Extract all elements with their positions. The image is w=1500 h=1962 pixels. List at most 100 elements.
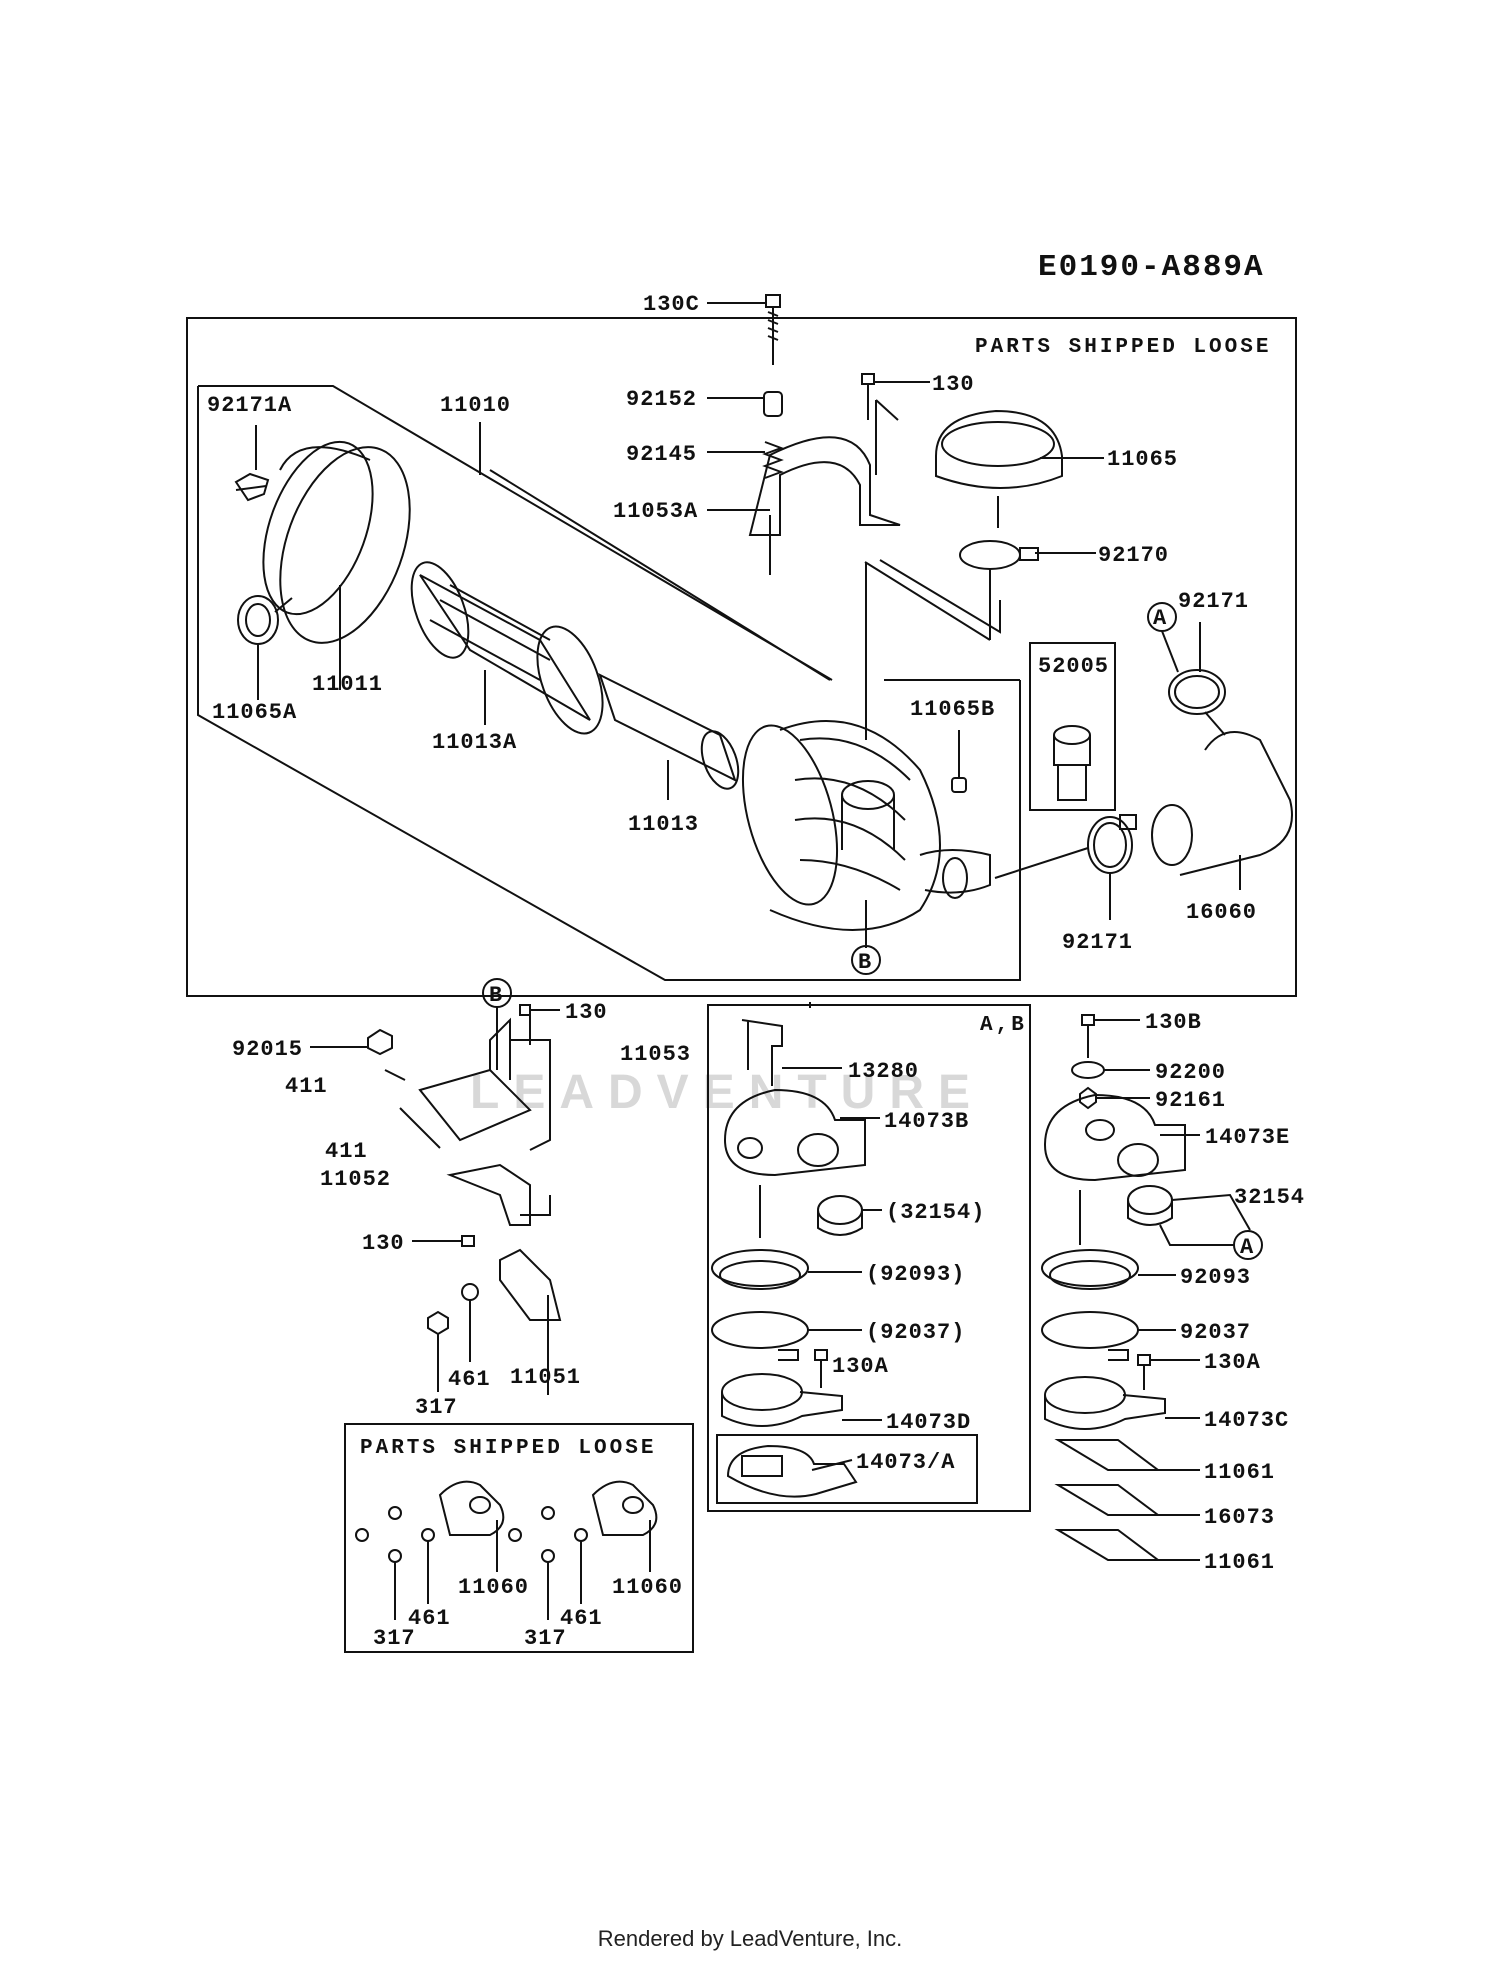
label-14073C: 14073C [1204,1408,1289,1433]
callout-A-top: A [1153,606,1167,631]
bolt-130-top [861,373,875,420]
label-11065: 11065 [1107,447,1178,472]
bolt-130B [1081,1014,1140,1058]
bolt-130A-mid [814,1349,828,1388]
valve-52005 [1053,725,1091,801]
washer-92152 [763,391,783,417]
label-92037: 92037 [1180,1320,1251,1345]
clamp-92171-top [1168,669,1226,736]
bolt-130C [765,294,781,365]
label-130-low: 130 [362,1231,405,1256]
housing-14073B [723,1088,880,1238]
element-11013 [598,673,740,800]
main-box-title: PARTS SHIPPED LOOSE [975,336,1271,359]
label-14073B: 14073B [884,1109,969,1134]
label-461-b: 461 [560,1606,603,1631]
label-92145: 92145 [626,442,697,467]
label-411-a: 411 [285,1074,328,1099]
nut-92015 [310,1028,393,1056]
footer-credit: Rendered by LeadVenture, Inc. [597,1926,903,1951]
main-group-box [186,317,1297,997]
label-130A-mid: 130A [832,1354,889,1379]
label-130-mid: 130 [565,1000,608,1025]
diagram-code: E0190-A889A [1038,250,1265,285]
label-16073: 16073 [1204,1505,1275,1530]
gasket-92093 [1041,1249,1176,1290]
label-13280: 13280 [848,1059,919,1084]
label-14073A: 14073/A [856,1450,955,1475]
ab-group-box [707,1004,1031,1512]
cap-11065B [951,730,967,793]
label-11065B: 11065B [910,697,995,722]
label-32154-paren: (32154) [886,1200,985,1225]
clamp-92037-b [711,1311,862,1361]
elbow-11060-b [591,1480,658,1572]
label-14073D: 14073D [886,1410,971,1435]
callout-B-left: B [489,983,503,1008]
label-92171-top: 92171 [1178,589,1249,614]
base-14073D [721,1373,882,1427]
callout-B-mid: B [858,950,872,975]
label-14073E: 14073E [1205,1125,1290,1150]
valve-box-52005 [1029,642,1116,811]
label-11061-b: 11061 [1204,1550,1275,1575]
nuts-a [355,1506,435,1620]
label-11053A: 11053A [613,499,698,524]
gasket-92093-b [711,1249,862,1290]
washer-461 [461,1283,479,1362]
filter-group-outline-bottom [197,386,1021,981]
label-11065A: 11065A [212,700,297,725]
nut-317 [427,1310,449,1392]
label-92171-bottom: 92171 [1062,930,1133,955]
bolt-130-mid [519,1004,560,1016]
label-130-top: 130 [932,372,975,397]
clip-13280 [741,1019,842,1086]
label-92200: 92200 [1155,1060,1226,1085]
bolt-130-low [412,1235,475,1247]
washer-92200 [1071,1061,1150,1079]
label-11013A: 11013A [432,730,517,755]
label-461: 461 [448,1367,491,1392]
clip-92171A [234,425,270,502]
label-92093-paren: (92093) [866,1262,965,1287]
clamp-92037 [1041,1311,1176,1361]
filter-group-outline-top [198,385,833,681]
label-92171A: 92171A [207,393,292,418]
loose-box-title: PARTS SHIPPED LOOSE [360,1437,656,1460]
label-52005: 52005 [1038,654,1109,679]
label-11052: 11052 [320,1167,391,1192]
label-92170: 92170 [1098,543,1169,568]
label-130B: 130B [1145,1010,1202,1035]
label-317-b: 317 [524,1626,567,1651]
bolt-130A-right [1137,1354,1200,1390]
cover-11011 [262,440,411,690]
label-11013: 11013 [628,812,699,837]
label-11010: 11010 [440,393,511,418]
air-cleaner-body [741,720,991,948]
housing-14073E [1043,1093,1200,1245]
label-130C: 130C [643,292,700,317]
label-130A-right: 130A [1204,1350,1261,1375]
bracket-11053A [748,399,901,575]
label-11061-a: 11061 [1204,1460,1275,1485]
box-14073A [716,1434,978,1504]
bracket-assembly-left [418,1007,562,1395]
label-11053: 11053 [620,1042,691,1067]
label-92015: 92015 [232,1037,303,1062]
label-92161: 92161 [1155,1088,1226,1113]
label-11060-a: 11060 [458,1575,529,1600]
label-32154: 32154 [1234,1185,1305,1210]
callout-B-mid-circle [851,945,881,975]
cap-11065 [935,409,1063,528]
valve-11065A [237,595,293,700]
gasket-11061-b [1054,1529,1200,1561]
hose-16060 [1151,731,1293,890]
clamp-92171-bottom [994,814,1137,920]
ab-box-title: A,B [980,1014,1027,1037]
base-14073C [1044,1376,1200,1430]
label-317-a: 317 [373,1626,416,1651]
pipe-32154-b [817,1195,882,1236]
nuts-b [508,1506,588,1620]
